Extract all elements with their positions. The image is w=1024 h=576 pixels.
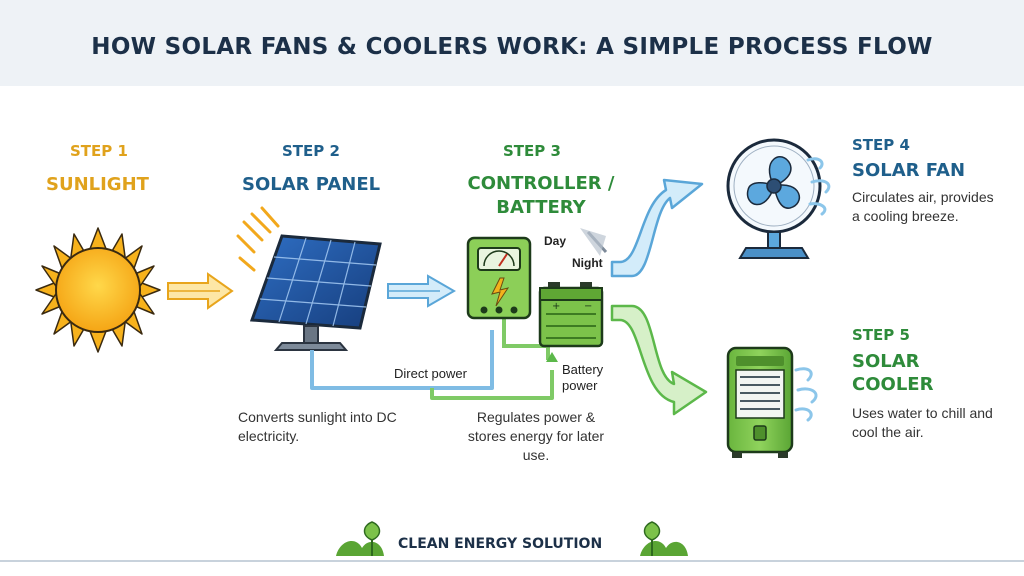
step-5-name: SOLAR COOLER: [852, 351, 934, 395]
step-2-label: STEP 2: [282, 142, 340, 160]
footer-plant-left: [336, 521, 384, 556]
battery-power-line: [502, 318, 550, 360]
svg-text:−: −: [584, 301, 592, 312]
night-label: Night: [572, 256, 603, 270]
sunlight-arrow: [167, 272, 234, 310]
footer-label: CLEAN ENERGY SOLUTION: [398, 536, 603, 552]
air-cooler-icon: [726, 346, 818, 458]
step-4-description: Circulates air, provides a cooling breez…: [852, 189, 994, 224]
controller-to-cooler-arrow: [610, 304, 708, 416]
battery-power-arrowhead: [546, 352, 558, 362]
footer-divider: [0, 560, 1024, 562]
controller-to-fan-arrow: [610, 178, 704, 278]
step-3-description: Regulates power & stores energy for late…: [467, 409, 605, 463]
step-3-label: STEP 3: [503, 142, 561, 160]
sun-icon: [35, 227, 161, 353]
solar-panel-icon: [236, 206, 382, 351]
day-label: Day: [544, 234, 567, 248]
footer-plant-right: [640, 521, 688, 556]
step-2-name: SOLAR PANEL: [242, 174, 381, 195]
step-4-label: STEP 4: [852, 136, 910, 154]
step-5-label: STEP 5: [852, 326, 910, 344]
step-1-label: STEP 1: [70, 142, 128, 160]
svg-text:+: +: [552, 301, 560, 312]
direct-power-label: Direct power: [394, 366, 467, 381]
step-5-description: Uses water to chill and cool the air.: [852, 405, 993, 440]
step-2-description: Converts sunlight into DC electricity.: [238, 409, 397, 444]
step-4-name: SOLAR FAN: [852, 160, 966, 181]
header-banner: HOW SOLAR FANS & COOLERS WORK: A SIMPLE …: [0, 0, 1024, 86]
day-night-indicator: [580, 228, 608, 256]
battery-icon: + −: [538, 282, 604, 348]
step-3-name: CONTROLLER / BATTERY: [467, 173, 615, 218]
battery-power-label: Battery power: [562, 362, 604, 393]
fan-icon: [726, 138, 831, 259]
page-title: HOW SOLAR FANS & COOLERS WORK: A SIMPLE …: [91, 34, 933, 60]
panel-to-controller-arrow: [387, 274, 457, 308]
direct-power-line: [310, 330, 494, 390]
battery-power-return-line: [430, 370, 554, 400]
charge-controller-icon: [466, 236, 532, 320]
step-1-name: SUNLIGHT: [46, 174, 149, 195]
